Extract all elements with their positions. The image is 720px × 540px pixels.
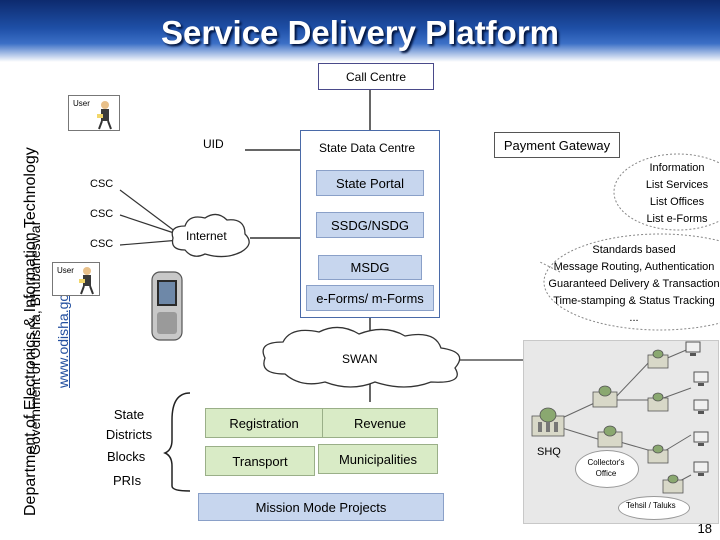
tehsil-label: Tehsil / Taluks: [626, 501, 676, 510]
swan-label: SWAN: [342, 352, 378, 366]
title-bar: [0, 0, 720, 62]
ssdg-box: SSDG/NSDG: [316, 212, 424, 238]
district-building-icon: [592, 385, 618, 408]
info-line: List Offices: [649, 196, 705, 208]
standards-callout: Standards based Message Routing, Authent…: [548, 242, 720, 327]
internet-label: Internet: [186, 229, 227, 243]
tehsil-building-icon: [647, 392, 669, 412]
computer-icon: [685, 341, 701, 356]
tehsil-building-icon: [662, 474, 684, 494]
district-building-icon: [597, 425, 623, 448]
state-portal-label: State Portal: [336, 176, 404, 191]
shq-label: SHQ: [537, 446, 561, 458]
page-number: 18: [697, 521, 712, 536]
collectors-office-label: Collector's Office: [587, 458, 625, 478]
transport-box: Transport: [205, 446, 315, 476]
payment-gateway-box: Payment Gateway: [494, 132, 620, 158]
eforms-label: e-Forms/ m-Forms: [316, 291, 424, 306]
tehsil-bubble: [618, 496, 690, 520]
information-callout-bubble: [613, 153, 720, 231]
standards-callout-bubble: [540, 233, 720, 331]
computer-icon: [693, 461, 709, 476]
mobile-phone-icon: [151, 271, 183, 341]
msdg-box: MSDG: [318, 255, 422, 280]
eforms-box: e-Forms/ m-Forms: [306, 285, 434, 311]
municipalities-box: Municipalities: [318, 444, 438, 474]
revenue-label: Revenue: [353, 416, 407, 431]
payment-gateway-label: Payment Gateway: [503, 138, 611, 153]
msdg-label: MSDG: [350, 260, 390, 275]
standards-line: ...: [629, 312, 639, 324]
user-icon: User: [68, 95, 120, 131]
state-districts-label: State Districts: [98, 405, 160, 445]
mission-mode-projects-label: Mission Mode Projects: [255, 500, 387, 515]
csc-label-2: CSC: [90, 208, 114, 220]
page-title: Service Delivery Platform: [160, 14, 560, 51]
standards-line: Guaranteed Delivery & Transaction: [548, 278, 720, 290]
collectors-office-bubble: [575, 450, 639, 488]
internet-cloud-icon: [171, 213, 250, 258]
user-icon: User: [52, 262, 100, 296]
information-callout: Information List Services List Offices L…: [633, 160, 720, 228]
call-centre-box: Call Centre: [318, 63, 434, 90]
blocks-label: Blocks: [107, 449, 146, 464]
csc-label-1: CSC: [90, 178, 114, 190]
info-line: Information: [649, 162, 705, 174]
tehsil-building-icon: [647, 349, 669, 369]
registration-label: Registration: [229, 416, 299, 431]
municipalities-label: Municipalities: [338, 452, 418, 467]
pris-label: PRIs: [113, 473, 142, 488]
shq-building-icon: [531, 407, 565, 437]
network-links: [548, 347, 692, 491]
user-icon-label: User: [73, 99, 90, 108]
standards-line: Standards based: [592, 244, 676, 256]
computer-icon: [693, 431, 709, 446]
info-line: List e-Forms: [646, 213, 708, 225]
standards-line: Message Routing, Authentication: [553, 261, 715, 273]
info-line: List Services: [645, 179, 709, 191]
transport-label: Transport: [232, 454, 288, 469]
csc-label-3: CSC: [90, 238, 114, 250]
state-data-centre-label: State Data Centre: [319, 141, 416, 155]
uid-label: UID: [203, 137, 224, 151]
standards-line: Time-stamping & Status Tracking: [553, 295, 715, 307]
call-centre-label: Call Centre: [345, 70, 407, 84]
ssdg-label: SSDG/NSDG: [330, 218, 409, 233]
swan-cloud-icon: [262, 326, 461, 388]
computer-icon: [693, 371, 709, 386]
revenue-box: Revenue: [322, 408, 438, 438]
computer-icon: [693, 399, 709, 414]
user-icon-label: User: [57, 266, 74, 275]
registration-box: Registration: [205, 408, 323, 438]
tehsil-building-icon: [647, 444, 669, 464]
mission-mode-projects-box: Mission Mode Projects: [198, 493, 444, 521]
state-districts-text: State Districts: [105, 407, 153, 442]
state-portal-box: State Portal: [316, 170, 424, 196]
